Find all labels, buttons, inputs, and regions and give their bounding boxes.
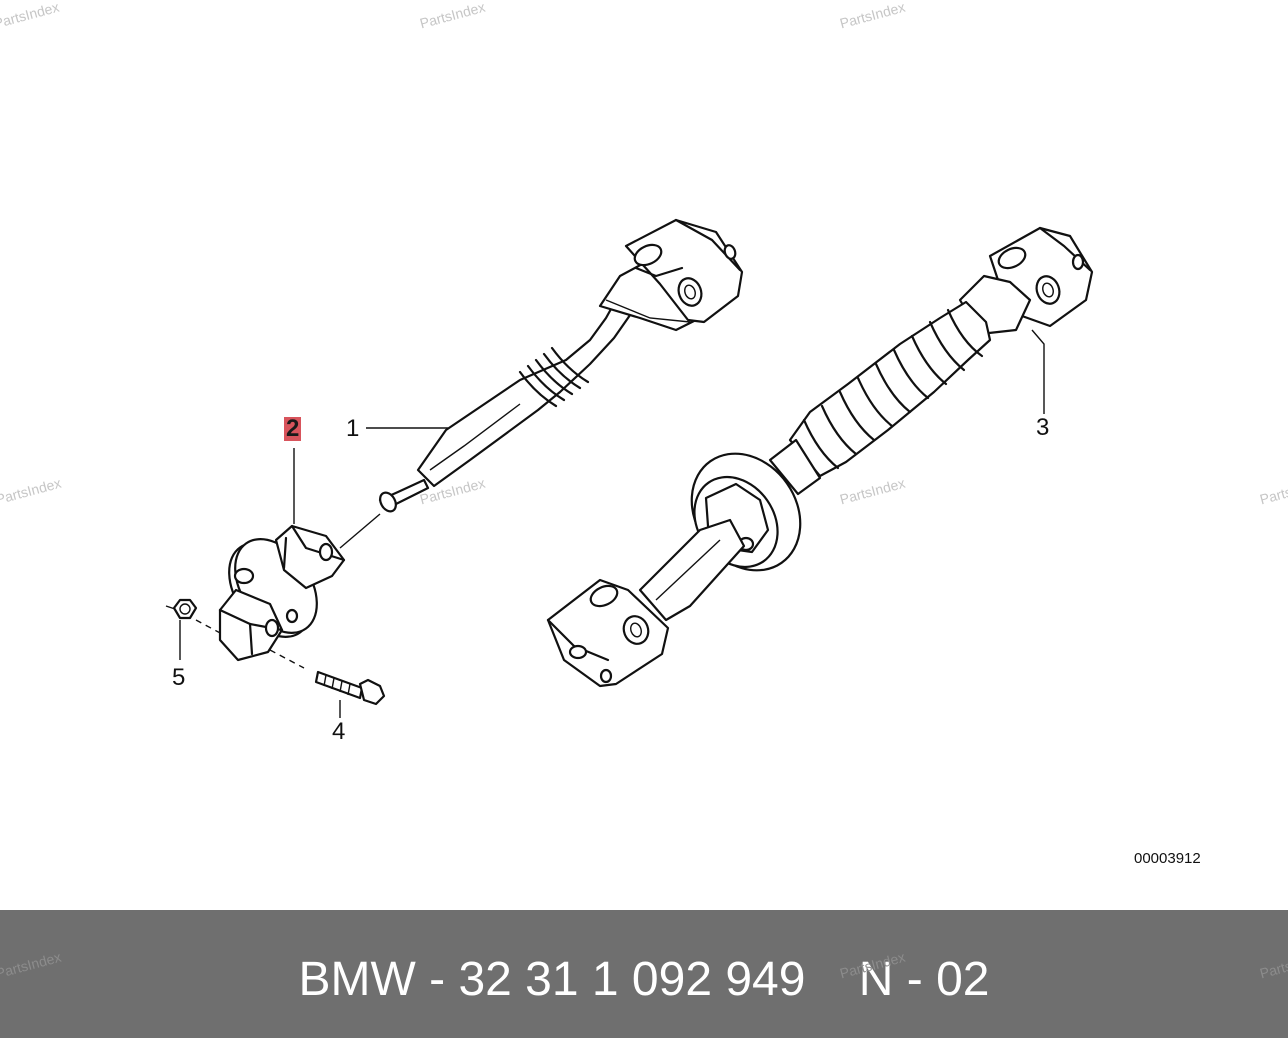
callout-1: 1 (346, 415, 360, 442)
steering-shaft-part-1 (378, 218, 744, 513)
bolt-part-4 (314, 670, 386, 718)
callout-3: 3 (1036, 414, 1050, 441)
callout-5: 5 (172, 664, 186, 691)
steering-shaft-drawing (165, 218, 1094, 718)
part-number-title: BMW - 32 31 1 092 949 N - 02 (298, 953, 990, 1006)
leader-line-3 (1031, 329, 1045, 414)
footer-bar: BMW - 32 31 1 092 949 N - 02 PartsIndex … (0, 910, 1288, 1038)
callout-2-highlighted: 2 (284, 415, 302, 442)
diagram-code: 00003912 (1134, 850, 1201, 867)
parts-diagram (165, 218, 1094, 718)
nut-part-5 (165, 598, 198, 660)
callout-4: 4 (332, 718, 346, 745)
assembly-axis (339, 513, 381, 549)
coupling-part-2 (195, 513, 381, 669)
steering-shaft-part-3 (546, 226, 1094, 688)
